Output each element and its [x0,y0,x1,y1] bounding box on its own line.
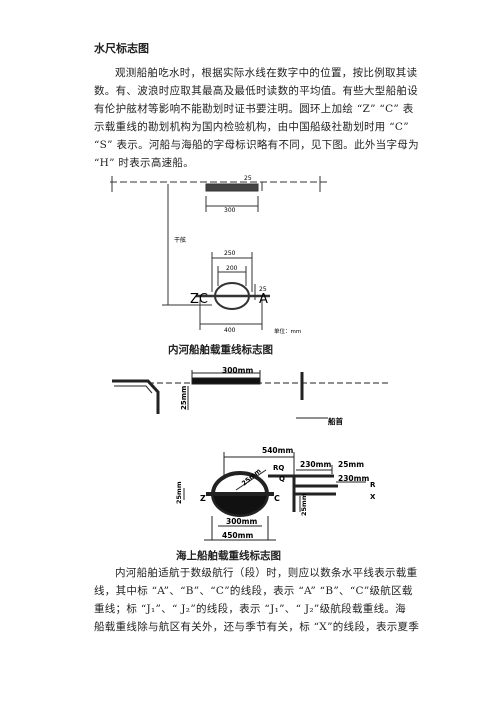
deck-label: 船首 [328,416,343,426]
hull-outline [112,379,160,414]
ring-letters-left: ZC [190,292,208,307]
paragraph-line: “H” 时表示高速船。 [94,157,195,169]
paragraph-body: 内河船舶适航于数级航行（段）时，则应以数条水平线表示载重 线，其中标 “A”、“… [94,564,420,636]
dim-label: 300mm [226,517,257,526]
dim-label: 25mm [300,493,308,516]
dim-label: 25 [259,286,267,293]
dim-label: 450mm [222,531,253,540]
deck-line-mark [205,183,259,192]
dim-label: 540mm [262,446,293,455]
paragraph-line: “S” 表示。河船与海船的字母标识略有不同，见下图。此外当字母为 [94,139,419,151]
freeboard-label: 干舷 [174,236,186,244]
figure-caption-sea: 海上船舶载重线标志图 [176,550,281,562]
dim-label: 230mm [338,474,369,483]
paragraph-line: 示载重线的勘划机构为国内检验机构，由中国船级社勘划时用 “C” [94,121,409,133]
ring-diameter-leader [235,469,267,491]
label-c: C [274,494,280,503]
paragraph-line: 线，其中标 “A”、“B”、“C”的线段，表示 “A” “B”、“C”级航区载 [94,585,413,597]
paragraph-intro: 观测船舶吃水时，根据实际水线在数字中的位置，按比例取其读 数。有、波浪时应取其最… [94,64,419,172]
dim-label: 230mm [300,460,331,469]
paragraph-line: 有伦护舷材等影响不能勘划时证书要注明。圆环上加绘 “Z” “C” 表 [94,103,414,115]
label-q: Q [279,475,285,483]
paragraph-line: 数。有、波浪时应取其最高及最低时读数的平均值。有些大型船舶设 [94,85,418,97]
ring-lower-half [212,493,268,516]
section-heading: 水尺标志图 [94,42,149,55]
label-rq: RQ [273,464,284,472]
label-r: R [370,481,376,489]
unit-note: 单位：mm [274,327,301,335]
dim-label: 200 [226,265,238,272]
hull-outline [114,385,153,394]
dim-label: 250 [224,250,236,257]
dim-label: 400 [224,327,236,334]
dim-label: 300mm [222,366,253,375]
paragraph-line: 观测船舶吃水时，根据实际水线在数字中的位置，按比例取其读 [115,67,418,79]
figure-caption-inland: 内河船舶载重线标志图 [168,344,273,356]
label-x: X [370,493,376,501]
dim-label: 25mm [175,481,183,504]
paragraph-line: 内河船舶适航于数级航行（段）时，则应以数条水平线表示载重 [115,567,418,579]
paragraph-line: 船载重线除与航区有关外，还与季节有关，标 “X”的线段，表示夏季 [94,621,420,633]
paragraph-line: 重线；标 “J₁”、“ J₂”的线段，表示 “J₁”、“ J₂”级航段载重线。海 [94,603,406,615]
dim-label: 25 [244,175,252,182]
dim-label: 25mm [338,460,364,469]
dim-label: 300 [224,207,236,214]
label-z: Z [200,494,206,503]
ring-letter-right: A [259,292,268,307]
deck-line-mark [191,377,261,385]
dim-label: 25mm [180,386,188,410]
